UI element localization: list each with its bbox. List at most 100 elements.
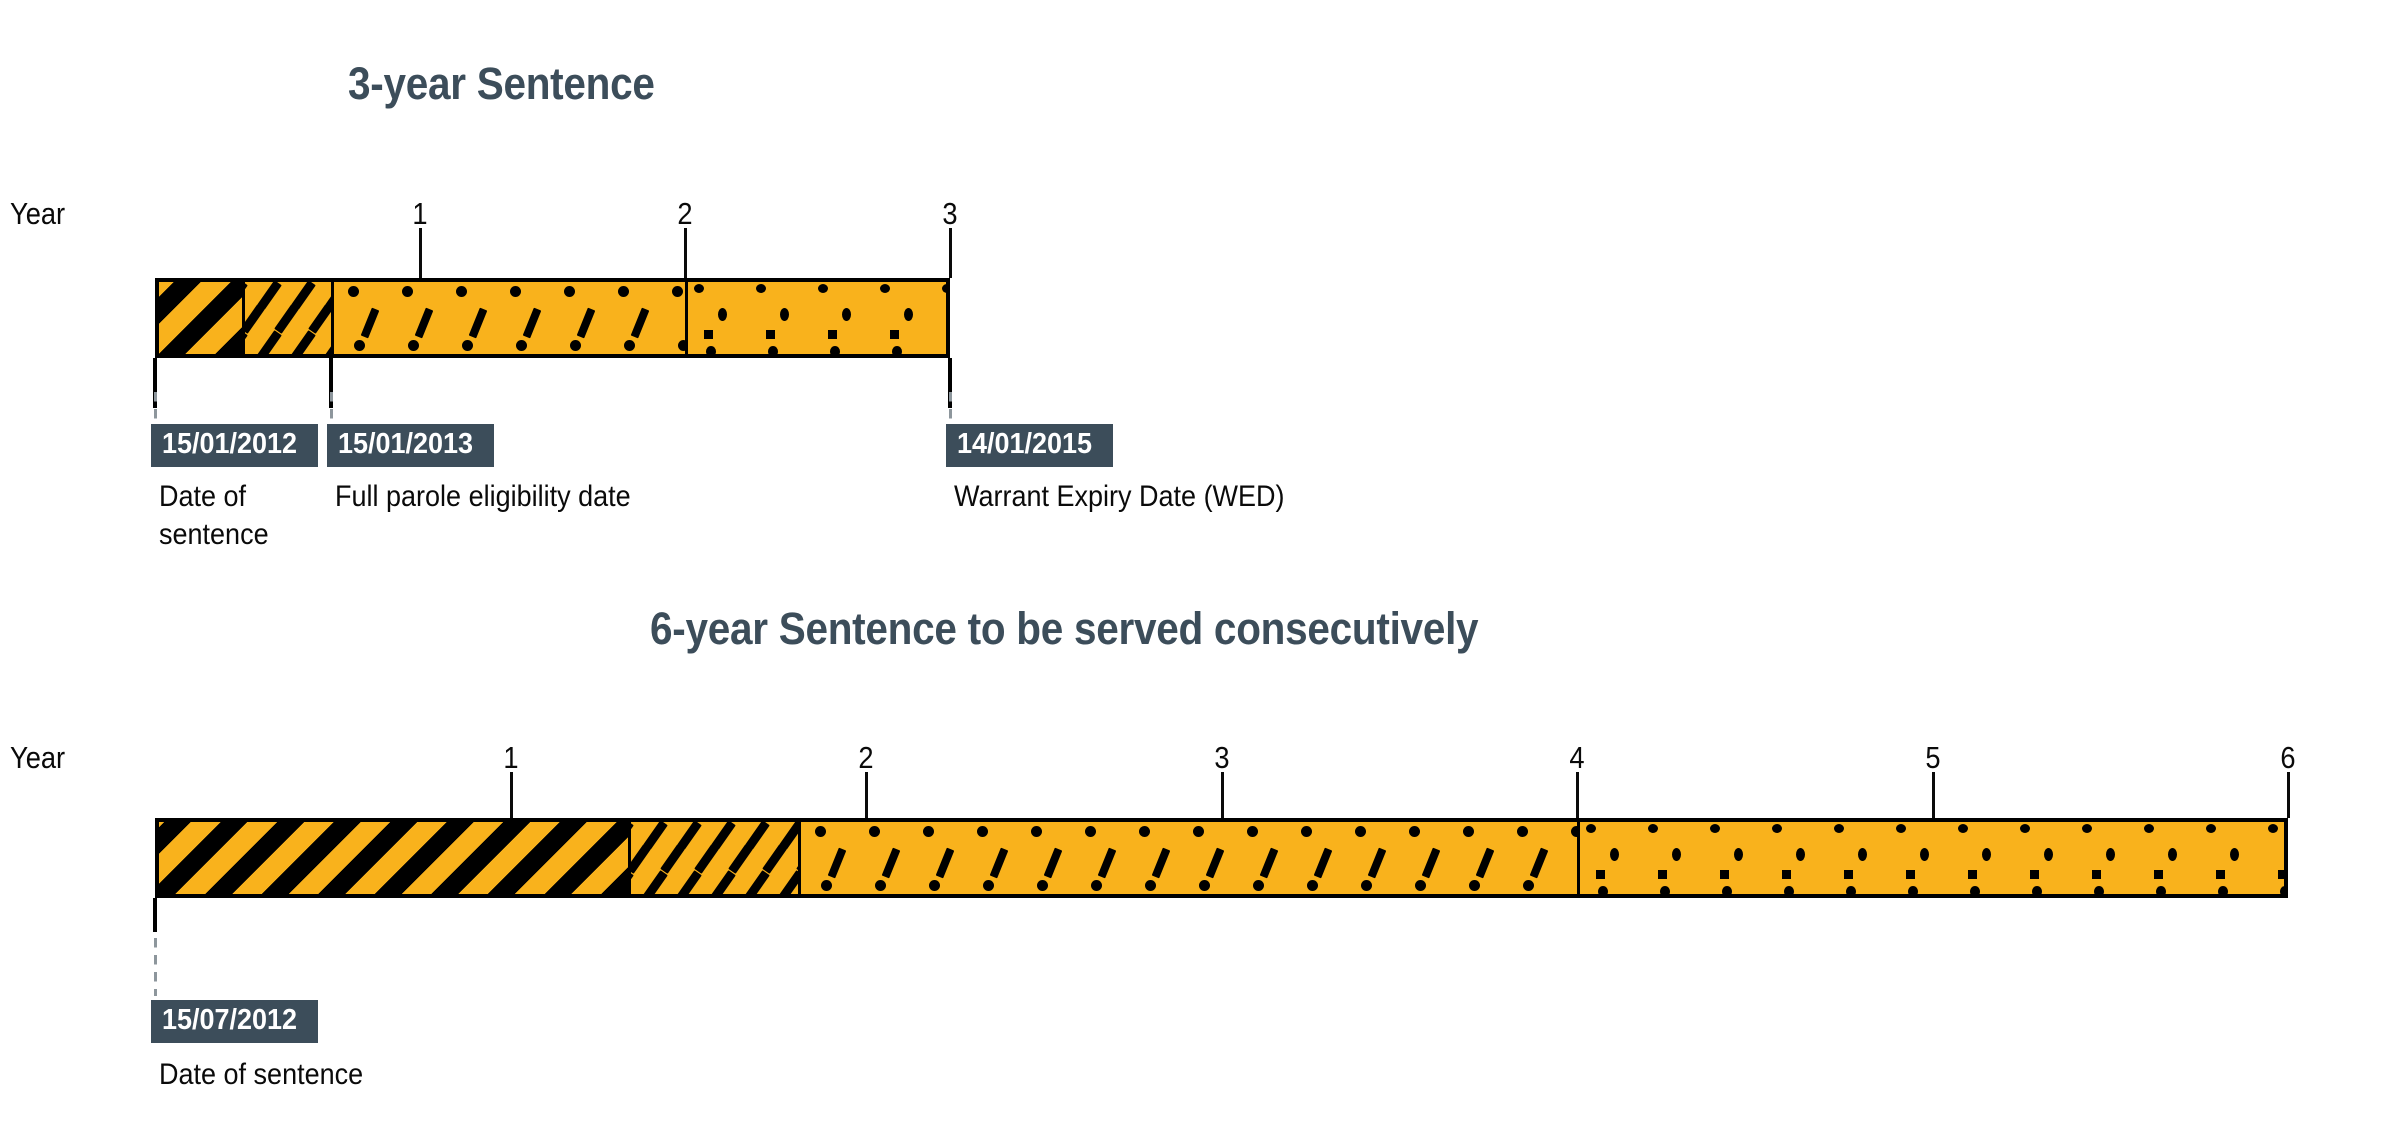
hatch-long-dash [1098,847,1117,879]
marker-caption: Date of sentence [159,478,281,553]
hatch-dash-stroke [779,870,799,894]
hatch-long-dash [1206,847,1225,879]
date-badge: 15/01/2013 [327,424,495,467]
date-badge: 15/07/2012 [151,1000,319,1043]
timeline-bar-six-year [155,818,2288,898]
hatch-dot [779,308,789,321]
hatch-long-dash [1152,847,1171,879]
hatch-dot [510,286,522,297]
hatch-dot [1671,848,1681,861]
hatch-dot [1833,824,1844,833]
hatch-square [827,330,837,339]
hatch-dot [1771,824,1782,833]
marker-leader-line [949,392,952,420]
hatch-dot [564,286,576,297]
marker-caption-text: Date of sentence [159,480,269,551]
hatch-dot [570,340,582,351]
axis-tick-mark-3 [1220,772,1224,818]
hatch-dot [1857,848,1867,861]
marker-caption-text: Date of sentence [159,1058,364,1091]
bar-segment-custody-dash [627,822,799,894]
hatch-dot [767,346,778,354]
marker-drop-tick [329,358,334,408]
hatch-dash-stroke [274,304,300,334]
axis-tick-label-1: 1 [502,740,519,775]
bar-segment-custody-heavy [155,282,243,354]
hatch-dot [1981,848,1991,861]
hatch-square [765,330,775,339]
marker-drop-tick [153,898,157,932]
hatch-dot [1659,886,1670,894]
hatch-square [2153,870,2163,879]
hatch-dash-stroke [291,330,317,354]
hatch-long-dash [414,307,434,339]
hatch-dot [1845,886,1856,894]
hatch-dot [1957,824,1968,833]
hatch-long-dash [1314,847,1333,879]
hatch-dash-stroke [630,844,651,874]
hatch-dot [1247,826,1259,837]
marker-leader-line [154,392,157,420]
hatch-dot [1253,880,1265,891]
hatch-dot [618,286,630,297]
hatch-square [703,330,713,339]
hatch-long-dash [1476,847,1495,879]
axis-tick-label-4: 4 [1569,740,1585,775]
hatch-long-dash [990,847,1009,879]
hatch-dot [821,880,833,891]
hatch-dot [2093,886,2104,894]
hatch-dot [1361,880,1373,891]
hatch-dot [2267,824,2278,833]
hatch-dot [1139,826,1151,837]
hatch-dash-stroke [257,330,283,354]
hatch-dot [829,346,840,354]
axis-tick-mark-1 [509,772,513,818]
axis-tick-mark-3 [949,228,952,278]
hatch-long-dash [882,847,901,879]
hatch-dot [2043,848,2053,861]
hatch-dot [2081,824,2092,833]
hatch-dot [891,346,902,354]
hatch-dot [1085,826,1097,837]
hatch-dot [2105,848,2115,861]
hatch-dot [903,308,913,321]
hatch-dash-stroke [660,844,685,874]
marker-caption: Warrant Expiry Date (WED) [954,478,1321,516]
axis-tick-mark-1 [419,228,422,278]
hatch-long-dash [1044,847,1063,879]
hatch-dot [1523,880,1535,891]
bar-segment-parole-dots [684,282,950,354]
hatch-long-dash [1530,847,1549,879]
hatch-dot [1709,824,1720,833]
bar-segment-parole-dots [1576,822,2288,894]
hatch-dot [2143,824,2154,833]
marker-leader-line [330,392,334,420]
hatch-dot [717,308,727,321]
hatch-dot [678,340,685,351]
hatch-long-dash [630,307,650,339]
hatch-dash-stroke [630,870,634,894]
hatch-dash-stroke [643,870,668,894]
axis-tick-mark-6 [2287,772,2290,818]
hatch-dot [2217,886,2228,894]
hatch-dot [1585,824,1596,833]
hatch-dot [1463,826,1475,837]
hatch-dot [1031,826,1043,837]
hatch-long-dash [1422,847,1441,879]
hatch-dot [879,284,890,293]
hatch-long-dash [468,307,488,339]
hatch-dot [1795,848,1805,861]
hatch-dot [841,308,851,321]
hatch-dot [1721,886,1732,894]
hatch-dot [1907,886,1918,894]
hatch-dot [2031,886,2042,894]
hatch-square [1843,870,1853,879]
bar-segment-parole-dotdash [798,822,1577,894]
hatch-dot [1733,848,1743,861]
hatch-dot [755,284,766,293]
hatch-dot [2205,824,2216,833]
hatch-dash-stroke [308,304,332,334]
hatch-square [2277,870,2284,879]
hatch-dot [408,340,420,351]
